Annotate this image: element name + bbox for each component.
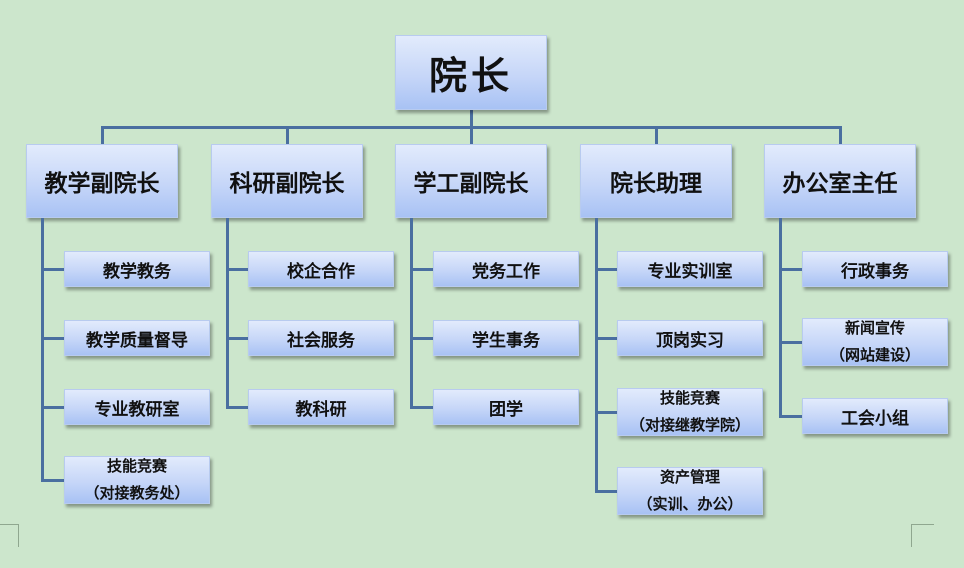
branch-tick-line xyxy=(41,268,64,271)
branch-tick-line xyxy=(595,337,617,340)
branch-tick-line xyxy=(410,406,433,409)
sub-unit-label: 校企合作 xyxy=(287,261,355,282)
sub-unit-node[interactable]: 党务工作 xyxy=(433,251,579,287)
branch-tick-line xyxy=(41,406,64,409)
sub-unit-label: 技能竞赛 xyxy=(659,389,720,407)
sub-unit-node[interactable]: 学生事务 xyxy=(433,320,579,356)
sub-unit-label: 党务工作 xyxy=(472,261,540,282)
branch-trunk-line xyxy=(595,218,598,493)
sub-unit-label: 新闻宣传 xyxy=(844,319,905,337)
branch-tick-line xyxy=(595,490,617,493)
branch-tick-line xyxy=(41,337,64,340)
branch-tick-line xyxy=(410,337,433,340)
sub-unit-label: （实训、办公） xyxy=(637,495,743,513)
branch-tick-line xyxy=(779,341,802,344)
department-label: 办公室主任 xyxy=(782,170,898,197)
branch-trunk-line xyxy=(410,218,413,409)
sub-unit-label: 社会服务 xyxy=(287,330,355,351)
sub-unit-node[interactable]: 技能竞赛 （对接教务处） xyxy=(64,456,210,504)
sub-unit-label: 顶岗实习 xyxy=(656,330,724,351)
sub-unit-node[interactable]: 教学教务 xyxy=(64,251,210,287)
sub-unit-node[interactable]: 行政事务 xyxy=(802,251,948,287)
department-connector xyxy=(839,127,842,144)
sub-unit-node[interactable]: 校企合作 xyxy=(248,251,394,287)
branch-trunk-line xyxy=(41,218,44,482)
sub-unit-label: 专业教研室 xyxy=(94,399,180,420)
sub-unit-label: （网站建设） xyxy=(829,346,920,364)
department-node[interactable]: 学工副院长 xyxy=(395,144,547,218)
sub-unit-node[interactable]: 新闻宣传 （网站建设） xyxy=(802,318,948,366)
branch-tick-line xyxy=(226,337,248,340)
department-node[interactable]: 办公室主任 xyxy=(764,144,916,218)
branch-tick-line xyxy=(779,415,802,418)
sub-unit-node[interactable]: 教科研 xyxy=(248,389,394,425)
department-connector xyxy=(655,127,658,144)
sub-unit-node[interactable]: 教学质量督导 xyxy=(64,320,210,356)
sub-unit-node[interactable]: 团学 xyxy=(433,389,579,425)
page-corner-mark-left xyxy=(0,524,19,547)
branch-tick-line xyxy=(226,406,248,409)
sub-unit-node[interactable]: 资产管理 （实训、办公） xyxy=(617,467,763,515)
sub-unit-node[interactable]: 专业实训室 xyxy=(617,251,763,287)
root-connector xyxy=(470,110,473,127)
department-node[interactable]: 教学副院长 xyxy=(26,144,178,218)
sub-unit-node[interactable]: 社会服务 xyxy=(248,320,394,356)
department-node[interactable]: 科研副院长 xyxy=(211,144,363,218)
department-label: 教学副院长 xyxy=(44,170,160,197)
department-label: 科研副院长 xyxy=(229,170,345,197)
sub-unit-label: 工会小组 xyxy=(841,408,909,429)
sub-unit-node[interactable]: 工会小组 xyxy=(802,398,948,434)
sub-unit-label: （对接继教学院） xyxy=(629,416,750,434)
sub-unit-label: 学生事务 xyxy=(472,330,540,351)
sub-unit-node[interactable]: 技能竞赛 （对接继教学院） xyxy=(617,388,763,436)
sub-unit-node[interactable]: 顶岗实习 xyxy=(617,320,763,356)
branch-tick-line xyxy=(595,268,617,271)
sub-unit-label: 教学质量督导 xyxy=(86,330,188,351)
branch-tick-line xyxy=(410,268,433,271)
department-label: 院长助理 xyxy=(610,170,702,197)
root-node-president[interactable]: 院长 xyxy=(395,35,547,110)
department-connector xyxy=(101,127,104,144)
branch-tick-line xyxy=(226,268,248,271)
department-label: 学工副院长 xyxy=(413,170,529,197)
sub-unit-label: 技能竞赛 xyxy=(106,457,167,475)
root-label: 院长 xyxy=(428,53,513,98)
page-corner-mark-right xyxy=(911,524,934,547)
department-node[interactable]: 院长助理 xyxy=(580,144,732,218)
branch-tick-line xyxy=(41,479,64,482)
sub-unit-label: 专业实训室 xyxy=(647,261,733,282)
branch-trunk-line xyxy=(226,218,229,409)
sub-unit-label: 行政事务 xyxy=(841,261,909,282)
sub-unit-label: 教科研 xyxy=(295,399,347,420)
branch-tick-line xyxy=(779,268,802,271)
sub-unit-label: （对接教务处） xyxy=(84,484,190,502)
branch-tick-line xyxy=(595,411,617,414)
sub-unit-label: 团学 xyxy=(489,399,523,420)
sub-unit-label: 资产管理 xyxy=(659,468,720,486)
branch-trunk-line xyxy=(779,218,782,418)
department-connector xyxy=(286,127,289,144)
sub-unit-node[interactable]: 专业教研室 xyxy=(64,389,210,425)
department-connector xyxy=(470,127,473,144)
sub-unit-label: 教学教务 xyxy=(103,261,171,282)
